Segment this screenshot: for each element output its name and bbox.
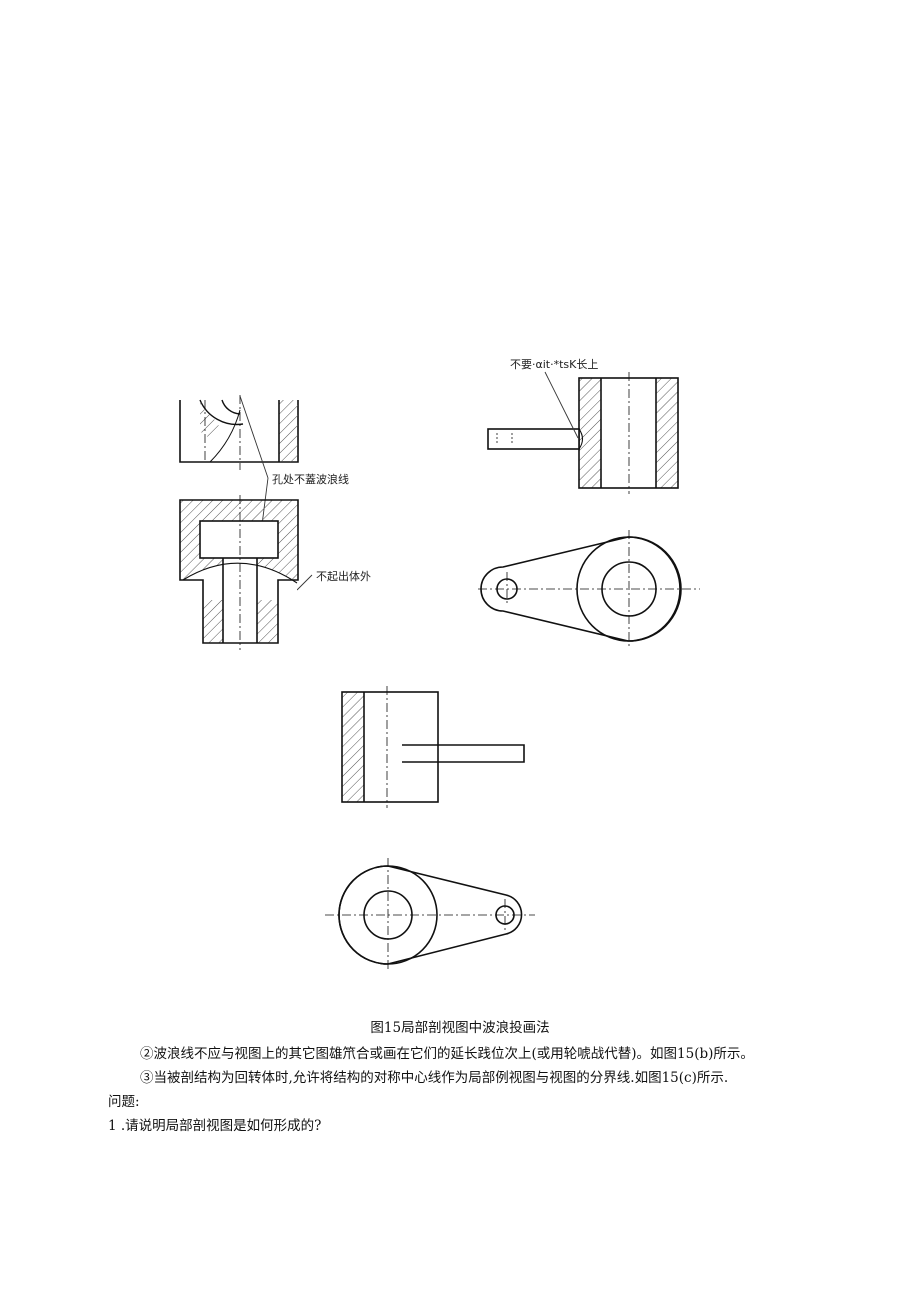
callout-extension-note: 不要·αit·*tsK长上: [510, 358, 599, 371]
paragraph-2: ②波浪线不应与视图上的其它图雄笊合或画在它们的延长践位次上(或用轮唬战代替)。如…: [140, 1046, 754, 1062]
technical-figure-15: [179, 371, 700, 972]
figure-c-front-view: [341, 686, 525, 808]
extension-leader: [544, 371, 579, 439]
question-1: 1 .请说明局部剖视图是如何形成的?: [108, 1118, 322, 1134]
figure-caption: 图15局部剖视图中波浪投画法: [370, 1020, 550, 1036]
figure-c-top-view: [325, 858, 535, 972]
figure-a-lower-view: [179, 495, 299, 650]
callout-hole-note: 孔处不蓋波浪线: [272, 473, 349, 486]
question-label: 问题:: [108, 1094, 140, 1110]
figure-b-front-view: [487, 372, 679, 494]
figure-a-upper-view: [179, 395, 299, 470]
paragraph-3: ③当被剖结构为回转体时,允许将结构的对称中心线作为局部例视图与视图的分界线.如图…: [140, 1070, 729, 1086]
figure-b-top-view: [478, 530, 700, 648]
callout-outside-note: 不起出体外: [316, 570, 371, 583]
